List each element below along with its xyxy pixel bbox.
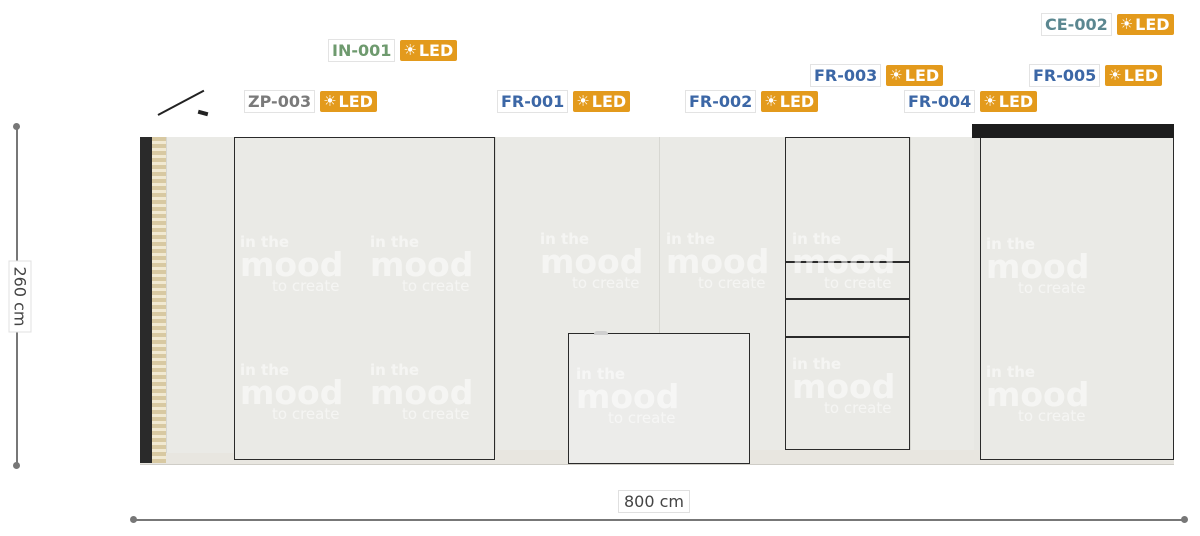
shelf-line-2 <box>785 298 910 300</box>
height-dimension-label: 260 cm <box>8 260 32 333</box>
tag-fr-001[interactable]: FR-001 ☀LED <box>497 90 631 113</box>
spotlight-head <box>197 109 209 117</box>
sun-icon: ☀ <box>1119 15 1134 33</box>
tag-zp-003[interactable]: ZP-003 ☀LED <box>244 90 377 113</box>
sun-icon: ☀ <box>1108 66 1122 84</box>
led-badge: ☀LED <box>980 91 1038 112</box>
wall-segment-left <box>166 137 236 453</box>
sun-icon: ☀ <box>764 92 778 110</box>
led-badge: ☀LED <box>1105 65 1163 86</box>
width-dimension-line <box>133 519 1185 521</box>
led-badge: ☀LED <box>320 91 377 112</box>
sun-icon: ☀ <box>983 92 997 110</box>
shelf-line-3 <box>785 336 910 338</box>
header-beam <box>972 124 1174 138</box>
tag-fr-002[interactable]: FR-002 ☀LED <box>685 90 819 113</box>
width-dimension-left-dot <box>130 516 137 523</box>
led-badge: ☀LED <box>1116 14 1174 35</box>
led-badge: ☀LED <box>573 91 631 112</box>
tag-code: FR-002 <box>685 90 757 113</box>
tag-ce-002[interactable]: CE-002 ☀LED <box>1041 13 1174 36</box>
shelf-line-1 <box>785 261 910 263</box>
sun-icon: ☀ <box>323 92 337 110</box>
tag-fr-005[interactable]: FR-005 ☀LED <box>1029 64 1163 87</box>
tag-fr-004[interactable]: FR-004 ☀LED <box>904 90 1038 113</box>
tag-code: ZP-003 <box>244 90 316 113</box>
counter-top-detail <box>594 331 608 335</box>
led-badge: ☀LED <box>400 40 458 61</box>
width-dimension-right-dot <box>1181 516 1188 523</box>
wall-panel-fr-003 <box>785 137 910 450</box>
wall-panel-zp-003 <box>234 137 495 460</box>
wall-panel-fr-004 <box>910 137 974 450</box>
width-dimension-label: 800 cm <box>618 490 691 513</box>
tag-code: IN-001 <box>328 39 396 62</box>
tag-fr-003[interactable]: FR-003 ☀LED <box>810 64 944 87</box>
tag-code: FR-003 <box>810 64 882 87</box>
counter-in-001 <box>568 333 750 464</box>
tag-in-001[interactable]: IN-001 ☀LED <box>328 39 458 62</box>
led-badge: ☀LED <box>886 65 944 86</box>
tag-code: FR-001 <box>497 90 569 113</box>
wall-panel-ce-002 <box>980 137 1174 460</box>
height-dimension-bottom-dot <box>13 462 20 469</box>
tag-code: FR-005 <box>1029 64 1101 87</box>
sun-icon: ☀ <box>889 66 903 84</box>
led-badge: ☀LED <box>761 91 819 112</box>
tag-code: FR-004 <box>904 90 976 113</box>
led-strip <box>152 137 166 463</box>
sun-icon: ☀ <box>403 41 417 59</box>
corner-post <box>140 137 152 463</box>
tag-code: CE-002 <box>1041 13 1112 36</box>
sun-icon: ☀ <box>576 92 590 110</box>
height-dimension-top-dot <box>13 123 20 130</box>
